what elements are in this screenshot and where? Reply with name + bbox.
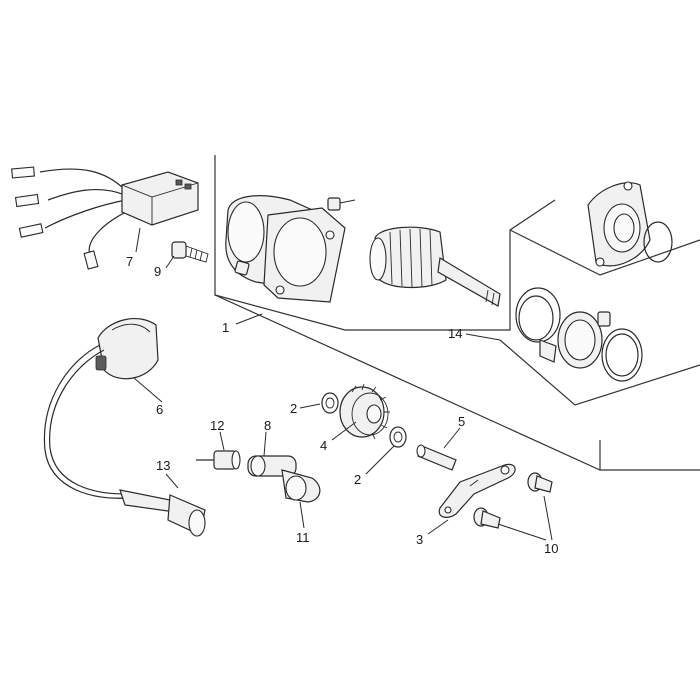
callout-12: 12 [210,418,224,433]
callout-10: 10 [544,541,558,556]
o-ring-kit [515,287,643,382]
spark-plug-cap [119,489,206,537]
callout-4: 4 [320,438,327,453]
callout-5: 5 [458,414,465,429]
callout-11: 11 [296,530,310,545]
o-ring-kit-frame [499,229,700,406]
pin [416,444,457,471]
ignition-coil [43,317,159,499]
callout-8: 8 [264,418,271,433]
callout-14: 14 [448,326,462,341]
callout-2-lower: 2 [354,472,361,487]
leader-lines [133,227,553,541]
callout-3: 3 [416,532,423,547]
bracket [438,463,516,518]
pickup-sensor [247,455,321,503]
end-cap [587,181,673,267]
washer-lower [389,426,407,448]
callout-13: 13 [156,458,170,473]
callout-2-upper: 2 [290,401,297,416]
wiring-harness [11,166,199,270]
callouts: 7 9 1 14 6 2 4 2 5 12 8 13 11 3 10 [126,254,558,556]
spark-plug [196,450,241,470]
assembly-frame [214,155,700,471]
callout-7: 7 [126,254,133,269]
bolt-upper [527,472,553,493]
callout-6: 6 [156,402,163,417]
bolt-lower [473,507,501,529]
starter-clutch-gear [339,383,390,440]
long-bolt [171,241,209,263]
callout-1: 1 [222,320,229,335]
callout-9: 9 [154,264,161,279]
starter-motor [225,195,356,303]
armature [369,226,501,307]
washer-upper [321,392,339,414]
